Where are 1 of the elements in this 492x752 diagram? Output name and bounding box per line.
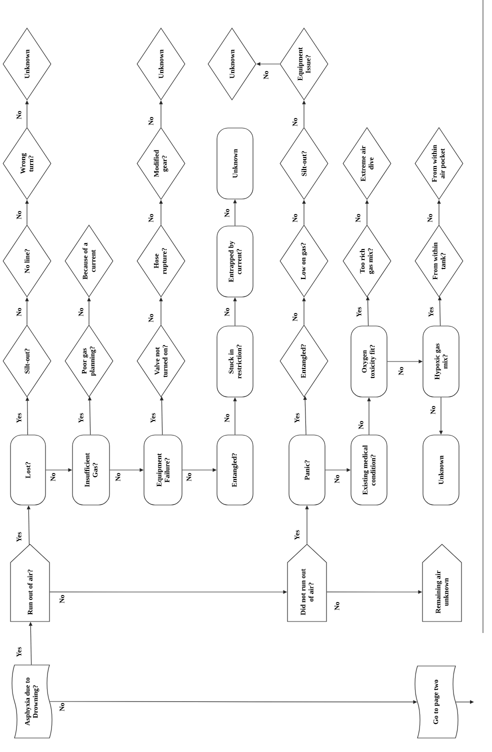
arrow <box>455 700 474 704</box>
